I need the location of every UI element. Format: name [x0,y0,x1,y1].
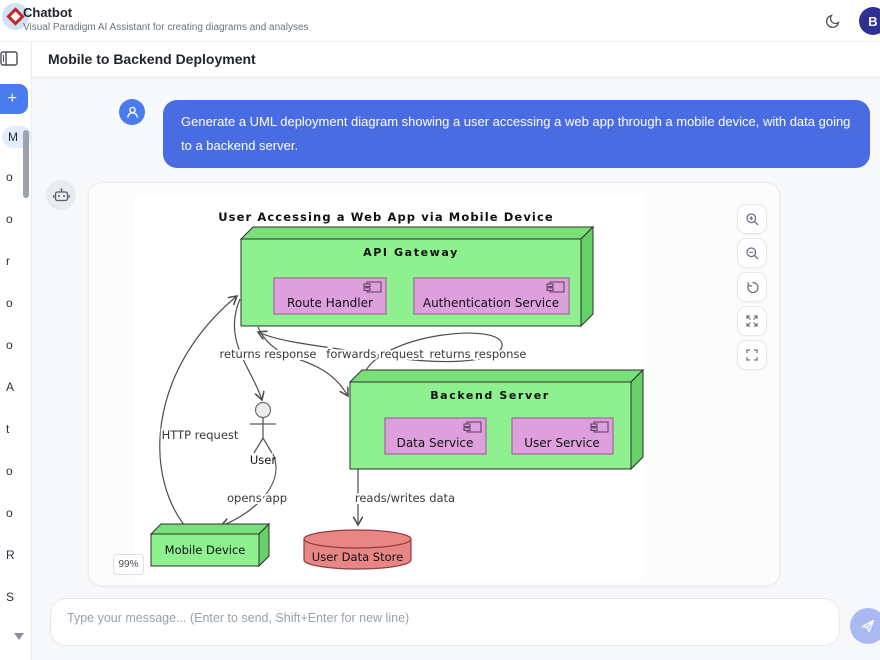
backend-server-label: Backend Server [430,389,550,402]
uml-deployment-diagram: User Accessing a Web App via Mobile Devi… [149,210,645,570]
user-message-avatar [119,99,145,125]
edge-returns-response-to-gateway [258,332,503,373]
edge-http-request [159,296,237,534]
actor-user: User [250,401,276,467]
sidebar-chat-item[interactable]: R [6,548,15,562]
sidebar: + M o o r o o A t o o R S [0,42,32,660]
sidebar-chat-item[interactable]: o [6,170,13,184]
edge-returns-response-to-user [233,298,262,400]
diagram-canvas[interactable]: User Accessing a Web App via Mobile Devi… [134,196,645,578]
auth-service-label: Authentication Service [423,296,559,310]
avatar-initial: B [868,13,878,29]
data-service-label: Data Service [397,436,474,450]
app-header: Chatbot Visual Paradigm AI Assistant for… [0,0,880,42]
diagram-title: User Accessing a Web App via Mobile Devi… [218,210,554,224]
edge-label-http-request: HTTP request [162,428,239,442]
mobile-device-label: Mobile Device [165,543,246,557]
diagram-viewer-controls [737,204,767,374]
conversation-title-bar: Mobile to Backend Deployment [32,42,880,78]
sidebar-chat-item[interactable]: o [6,296,13,310]
scroll-down-icon[interactable] [14,633,24,640]
robot-icon [52,188,70,201]
sidebar-chat-item[interactable]: o [6,464,13,478]
chat-area: Generate a UML deployment diagram showin… [32,78,880,660]
sidebar-scrollbar[interactable] [23,130,29,198]
new-chat-button[interactable]: + [0,84,28,114]
send-button[interactable] [850,608,880,644]
sidebar-chat-item[interactable]: r [6,254,10,268]
person-icon [126,106,138,118]
fullscreen-button[interactable] [737,340,767,370]
datastore-cylinder: User Data Store [303,529,412,570]
node-backend-server: Backend Server Data Service [348,368,645,471]
expand-arrows-icon [746,315,758,327]
zoom-in-button[interactable] [737,204,767,234]
sidebar-chat-item[interactable]: t [6,422,10,436]
dark-mode-toggle[interactable] [821,9,845,33]
edge-label-reads-writes: reads/writes data [355,491,455,505]
zoom-out-button[interactable] [737,238,767,268]
expand-button[interactable] [737,306,767,336]
user-message-bubble: Generate a UML deployment diagram showin… [163,100,870,168]
sidebar-chat-item[interactable]: S [6,590,15,604]
user-actor-label: User [250,453,276,467]
diagram-edges [159,296,503,534]
component-auth-service: Authentication Service [413,277,570,315]
message-input-box [50,598,840,646]
fullscreen-brackets-icon [746,349,758,361]
edge-label-opens-app: opens app [227,491,287,505]
zoom-out-icon [745,246,758,259]
sidebar-chat-item[interactable]: A [6,380,15,394]
reset-rotate-icon [746,281,759,293]
sidebar-chat-item[interactable]: o [6,212,13,226]
diagram-card: User Accessing a Web App via Mobile Devi… [88,182,780,586]
node-mobile-device: Mobile Device [149,522,271,568]
reset-view-button[interactable] [737,272,767,302]
page-title: Mobile to Backend Deployment [48,51,256,67]
user-account-avatar[interactable]: B [859,7,880,35]
component-route-handler: Route Handler [273,277,387,315]
sidebar-toggle-button[interactable] [0,50,20,70]
edge-label-forwards-request: forwards request [326,347,424,361]
sidebar-chat-item[interactable]: o [6,338,13,352]
route-handler-label: Route Handler [287,296,373,310]
node-api-gateway: API Gateway Route Handler [239,225,595,328]
api-gateway-label: API Gateway [363,246,459,259]
send-paper-plane-icon [861,619,875,633]
edge-label-returns-response-left: returns response [219,347,316,361]
bot-avatar [46,180,76,210]
user-service-label: User Service [524,436,600,450]
sidebar-toggle-icon [0,51,18,66]
component-data-service: Data Service [384,417,487,455]
visual-paradigm-logo-icon [2,3,29,30]
app-subtitle: Visual Paradigm AI Assistant for creatin… [23,22,309,33]
zoom-level-badge: 99% [113,554,144,575]
message-input[interactable] [51,599,839,645]
moon-icon [825,14,840,29]
component-user-service: User Service [511,417,614,455]
edge-label-returns-response-right: returns response [429,347,526,361]
app-title: Chatbot [23,5,73,20]
zoom-in-icon [745,212,758,225]
edge-opens-app [221,453,277,526]
sidebar-chat-item[interactable]: o [6,506,13,520]
user-data-store-label: User Data Store [312,550,403,564]
